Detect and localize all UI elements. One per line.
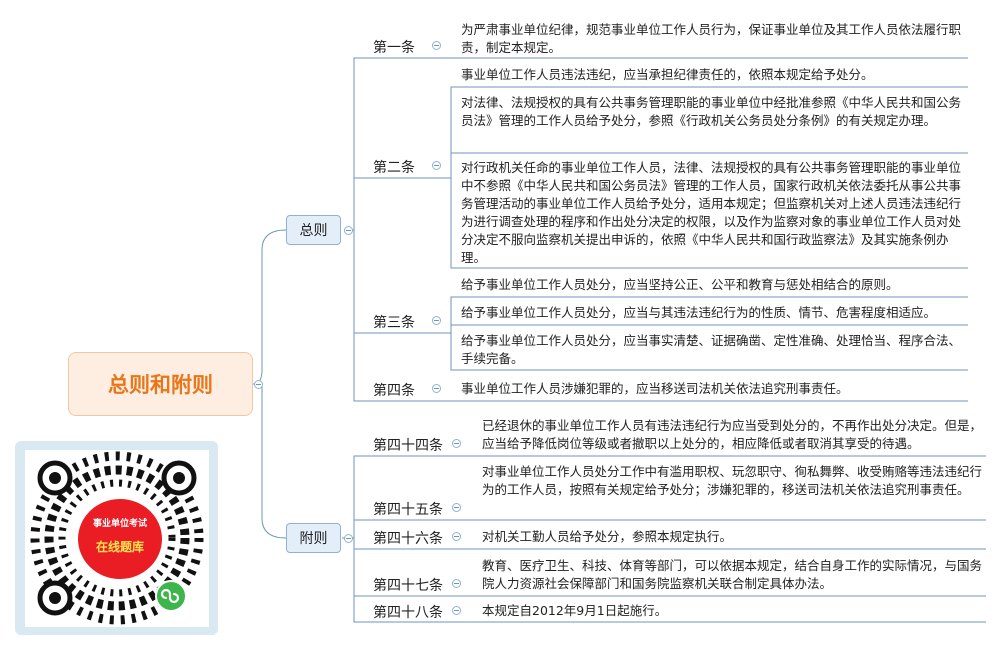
collapse-toggle-root[interactable] [254,380,263,389]
collapse-toggle-a44[interactable] [452,439,461,448]
mini-program-icon [155,580,187,612]
article-46-clause-1: 对机关工勤人员给予处分，参照本规定执行。 [482,529,733,544]
collapse-toggle-general[interactable] [344,226,353,235]
topic-supplementary-label: 附则 [299,531,328,547]
collapse-toggle-a45[interactable] [452,503,461,512]
article-2-clause-1: 事业单位工作人员违法违纪，应当承担纪律责任的，依照本规定给予处分。 [461,67,874,82]
article-2[interactable]: 第二条 [373,160,415,176]
article-3-clause-3: 给予事业单位工作人员处分，应当事实清楚、证据确凿、定性准确、处理恰当、程序合法、… [461,333,962,366]
article-47-clause-1: 教育、医疗卫生、科技、体育等部门，可以依据本规定，结合自身工作的实际情况，与国务… [482,558,983,591]
article-44[interactable]: 第四十四条 [373,438,443,454]
article-1[interactable]: 第一条 [373,40,415,56]
topic-supplementary[interactable]: 附则 [286,523,341,553]
qr-logo-line-1: 事业单位考试 [92,519,147,529]
article-47[interactable]: 第四十七条 [373,578,443,594]
collapse-toggle-a47[interactable] [452,579,461,588]
topic-general[interactable]: 总则 [286,215,341,245]
collapse-toggle-a2[interactable] [432,161,441,170]
root-node[interactable]: 总则和附则 [68,352,253,416]
collapse-toggle-a46[interactable] [452,532,461,541]
article-2-clause-3: 对行政机关任命的事业单位工作人员，法律、法规授权的具有公共事务管理职能的事业单位… [461,160,962,265]
collapse-toggle-a3[interactable] [432,316,441,325]
article-45[interactable]: 第四十五条 [373,502,443,518]
article-1-clause-1: 为严肃事业单位纪律，规范事业单位工作人员行为，保证事业单位及其工作人员依法履行职… [461,22,962,55]
article-3[interactable]: 第三条 [373,315,415,331]
article-45-clause-1: 对事业单位工作人员处分工作中有滥用职权、玩忽职守、徇私舞弊、收受贿赂等违法违纪行… [482,464,983,497]
qr-logo-line-2: 在线题库 [95,540,144,554]
article-4[interactable]: 第四条 [373,383,415,399]
qr-center-logo [78,499,162,579]
article-44-clause-1: 已经退休的事业单位工作人员有违法违纪行为应当受到处分的，不再作出处分决定。但是，… [482,418,983,451]
collapse-toggle-a4[interactable] [432,384,441,393]
article-3-clause-1: 给予事业单位工作人员处分，应当坚持公正、公平和教育与惩处相结合的原则。 [461,277,899,292]
collapse-toggle-a48[interactable] [452,606,461,615]
collapse-toggle-a1[interactable] [432,41,441,50]
topic-general-label: 总则 [299,223,328,239]
article-3-clause-2: 给予事业单位工作人员处分，应当与其违法违纪行为的性质、情节、危害程度相适应。 [461,305,937,320]
collapse-toggle-supplementary[interactable] [344,534,353,543]
article-4-clause-1: 事业单位工作人员涉嫌犯罪的，应当移送司法机关依法追究刑事责任。 [461,381,849,396]
article-2-clause-2: 对法律、法规授权的具有公共事务管理职能的事业单位中经批准参照《中华人民共和国公务… [461,95,962,128]
article-48-clause-1: 本规定自2012年9月1日起施行。 [482,603,668,618]
qr-pattern-icon [30,451,204,625]
root-label: 总则和附则 [108,373,213,397]
article-46[interactable]: 第四十六条 [373,531,443,547]
article-48[interactable]: 第四十八条 [373,605,443,621]
